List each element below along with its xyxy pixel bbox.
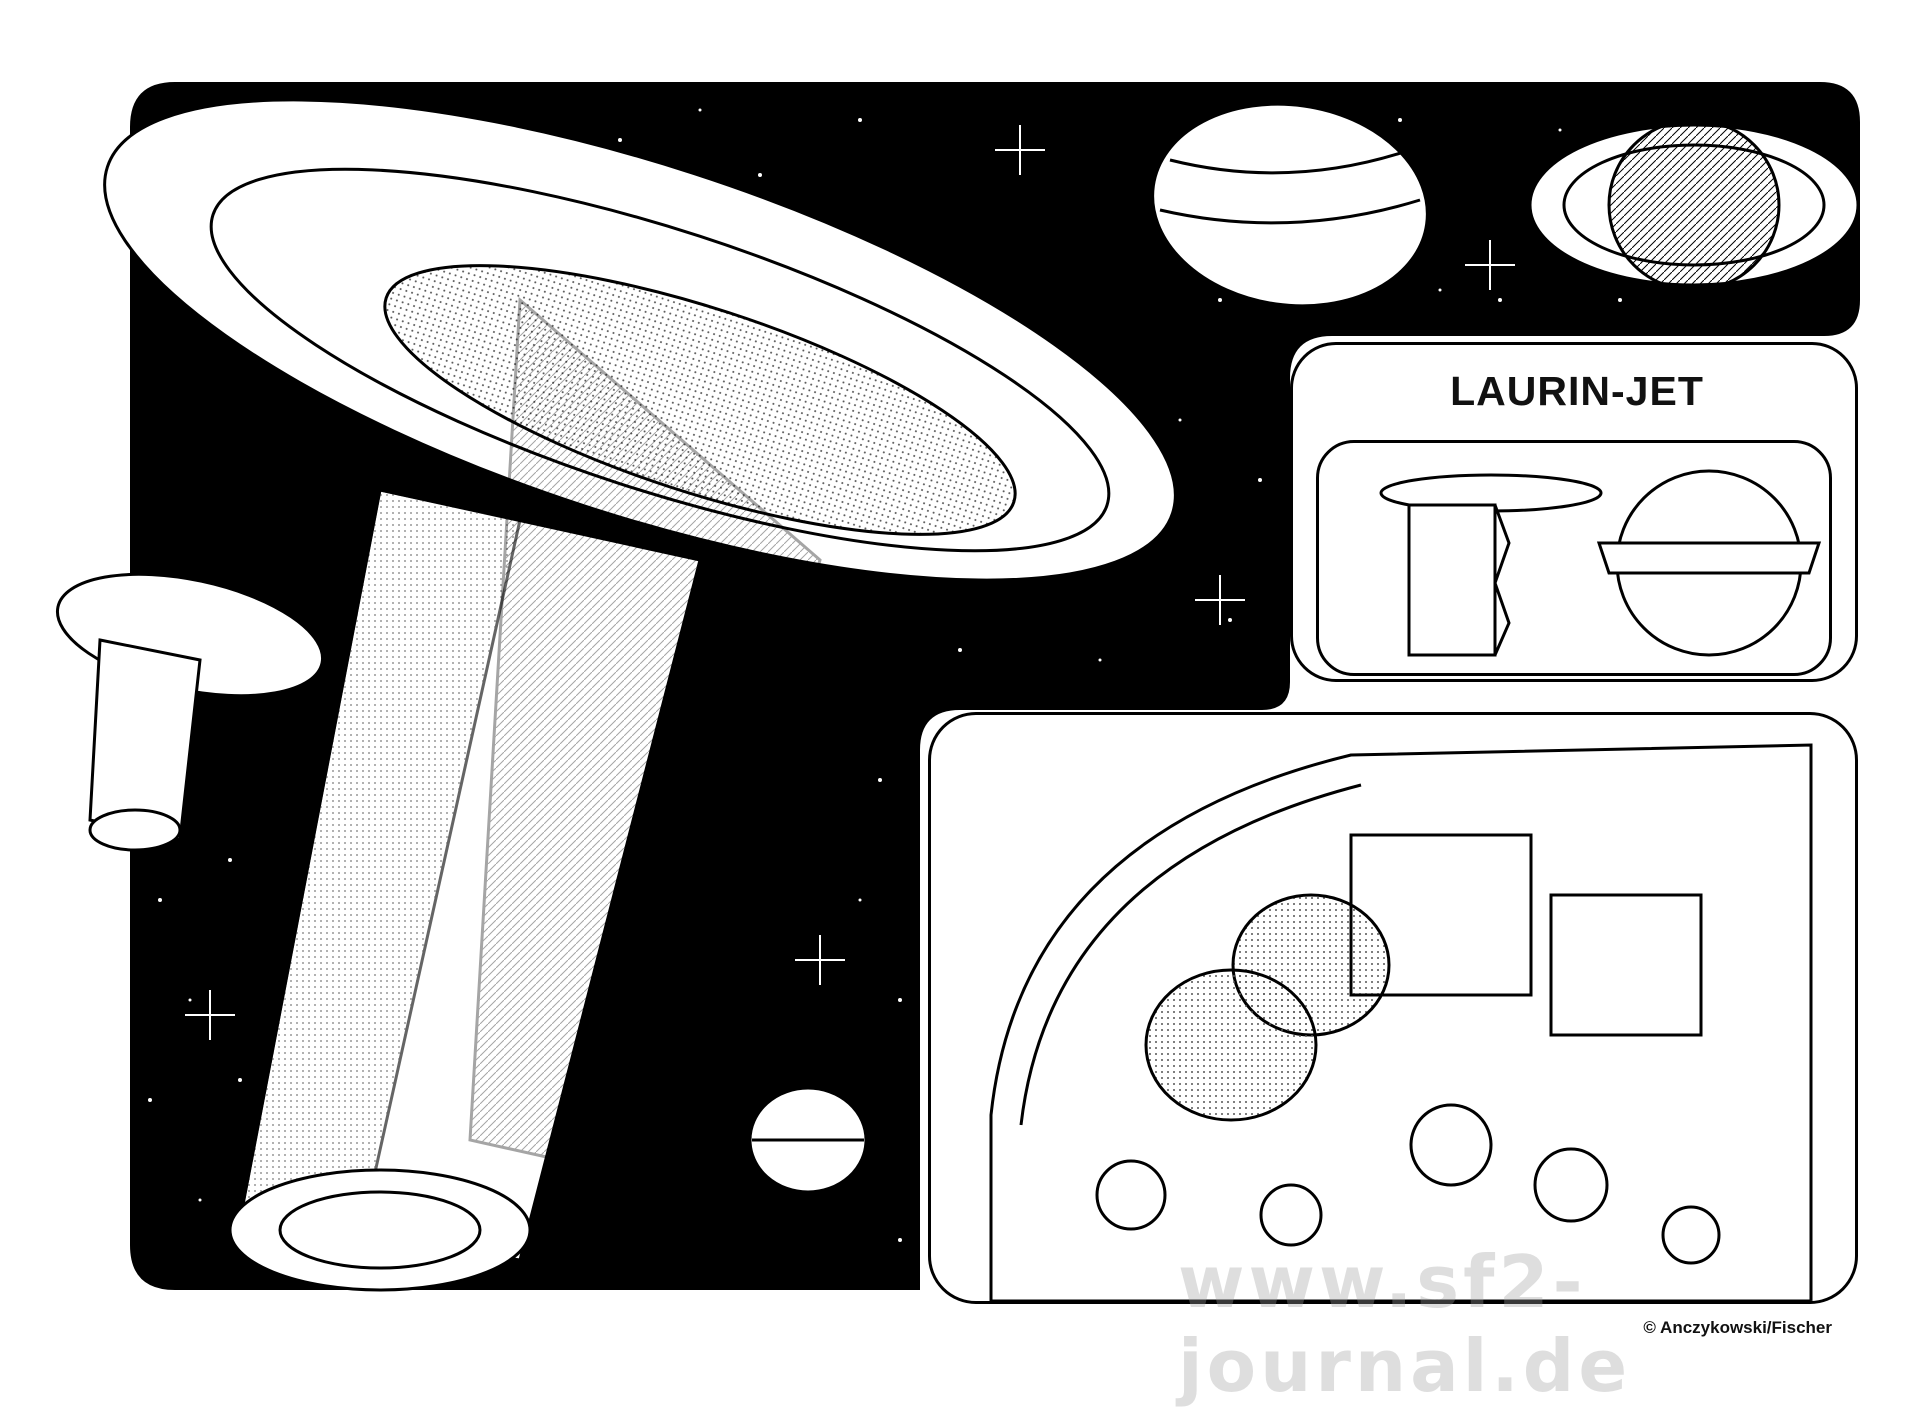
small-moon: [748, 1086, 868, 1194]
ringed-planet: [1528, 118, 1860, 292]
cutaway-drawing: [989, 743, 1813, 1301]
planet-globe: [1151, 102, 1429, 308]
thumbnail-silhouettes: [1379, 469, 1822, 657]
sparkles: [185, 125, 1515, 1040]
tower-cylinder: [228, 296, 822, 1292]
thumbnail-panel: [1316, 440, 1832, 676]
credit-text: © Anczykowski/Fischer: [1643, 1318, 1832, 1337]
artwork-title: LAURIN-JET: [1450, 368, 1704, 414]
illustration-canvas: [55, 82, 1860, 1292]
side-pod: [55, 572, 325, 852]
interior-cutaway-panel: [928, 712, 1858, 1304]
